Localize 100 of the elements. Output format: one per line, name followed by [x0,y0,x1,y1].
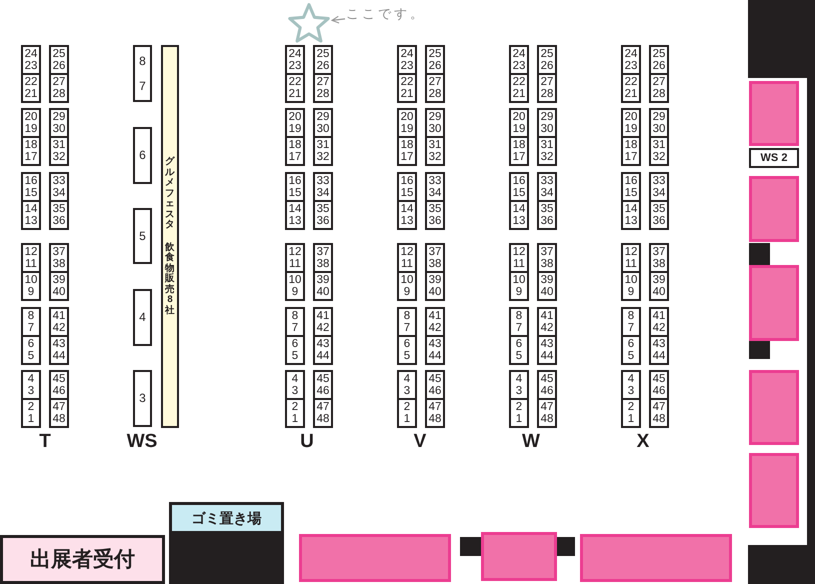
wall-block [169,534,284,584]
booth-number: 17 [624,151,638,163]
booth-number: 22 [400,76,414,88]
booth-number: 31 [316,139,330,151]
booth-number: 36 [316,215,330,227]
booth [509,200,529,230]
booth [21,73,41,103]
booth-number: 3 [139,392,146,405]
booth-number: 42 [316,322,330,334]
booth-number: 43 [52,338,66,350]
reception-area [0,535,165,584]
booth-number: 42 [52,322,66,334]
booth-number: 22 [24,76,38,88]
exhibitor-booth [481,532,557,581]
booth [313,136,333,166]
exhibitor-booth [749,370,799,445]
booth-number: 9 [516,286,522,298]
booth-number: 15 [624,187,638,199]
booth-number: 9 [628,286,634,298]
booth [537,335,557,365]
booth [649,136,669,166]
booth-number: 25 [428,48,442,60]
booth-number: 10 [288,274,302,286]
exhibitor-booth [580,534,732,582]
booth [21,370,41,400]
booth-number: 19 [400,123,414,135]
booth-number: 23 [24,60,38,72]
booth [397,243,417,273]
booth-number: 1 [628,413,634,425]
booth-number: 8 [404,310,410,322]
booth-number: 24 [24,48,38,60]
booth-number: 5 [28,350,34,362]
booth [285,271,305,301]
booth [649,45,669,75]
booth [509,172,529,202]
booth-number: 22 [512,76,526,88]
booth [397,200,417,230]
booth [537,172,557,202]
booth-number: 3 [628,385,634,397]
booth-number: 20 [288,111,302,123]
booth [285,307,305,337]
booth-number: 33 [428,175,442,187]
booth-number: 43 [652,338,666,350]
booth-number: 12 [512,246,526,258]
booth-number: 25 [540,48,554,60]
booth [425,398,445,428]
booth [621,370,641,400]
booth-number: 37 [316,246,330,258]
booth-number: 6 [292,338,298,350]
booth-number: 10 [24,274,38,286]
booth-number: 4 [628,373,634,385]
booth [425,45,445,75]
booth-number: 17 [288,151,302,163]
booth [509,370,529,400]
booth-number: 2 [28,401,34,413]
booth-number: 35 [52,203,66,215]
booth-number: 33 [52,175,66,187]
booth [21,243,41,273]
booth-number: 14 [288,203,302,215]
booth-number: 2 [404,401,410,413]
booth-number: 38 [428,258,442,270]
booth [285,73,305,103]
booth-number: 9 [28,286,34,298]
booth [509,307,529,337]
booth-number: 11 [289,258,301,270]
workshop-booth [133,208,152,264]
booth-label: WS 2 [760,152,788,164]
booth [425,200,445,230]
booth-number: 21 [512,88,526,100]
booth-number: 44 [428,350,442,362]
booth [49,45,69,75]
booth-number: 21 [288,88,302,100]
booth-number: 20 [24,111,38,123]
booth-number: 46 [316,385,330,397]
booth [313,307,333,337]
booth-number: 48 [316,413,330,425]
booth-number: 33 [540,175,554,187]
booth-number: 16 [24,175,38,187]
booth-number: 28 [52,88,66,100]
booth-number: 12 [624,246,638,258]
booth-number: 28 [540,88,554,100]
booth-number: 48 [428,413,442,425]
booth-number: 8 [292,310,298,322]
booth [537,307,557,337]
booth-number: 41 [316,310,330,322]
booth-number: 21 [24,88,38,100]
booth-number: 4 [404,373,410,385]
booth-number: 38 [52,258,66,270]
booth-number: 32 [428,151,442,163]
booth-number: 43 [428,338,442,350]
booth-number: 18 [24,139,38,151]
booth-number: 40 [428,286,442,298]
booth-number: 8 [28,310,34,322]
booth-number: 11 [513,258,525,270]
booth-number: 5 [628,350,634,362]
booth-number: 1 [516,413,522,425]
booth-number: 6 [28,338,34,350]
booth [621,271,641,301]
booth [509,398,529,428]
booth-number: 48 [540,413,554,425]
